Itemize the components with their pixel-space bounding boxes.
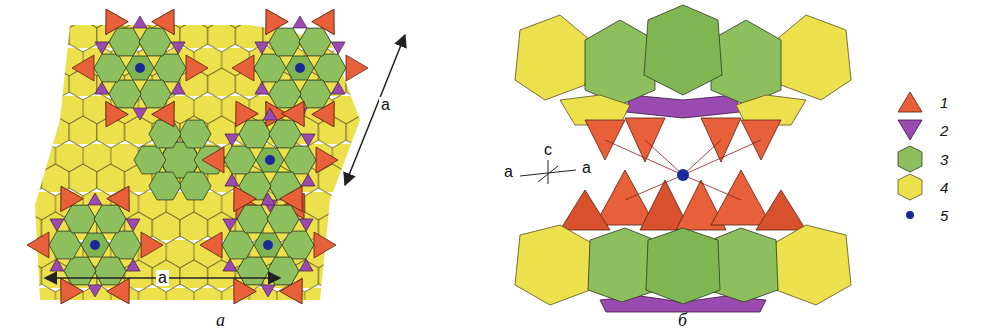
legend-number: 5 [940, 208, 948, 223]
axis-label: a [582, 160, 591, 176]
lattice-axis-label: a [156, 270, 169, 286]
panel-caption: а [216, 311, 225, 329]
axis-label: a [504, 164, 513, 180]
legend-number: 2 [940, 123, 948, 138]
panel-caption: б [678, 311, 687, 329]
legend-number: 3 [940, 152, 948, 167]
lattice-axis-label: a [379, 97, 392, 113]
axis-label: c [544, 142, 552, 158]
legend-number: 4 [940, 180, 948, 195]
legend-number: 1 [940, 95, 948, 110]
